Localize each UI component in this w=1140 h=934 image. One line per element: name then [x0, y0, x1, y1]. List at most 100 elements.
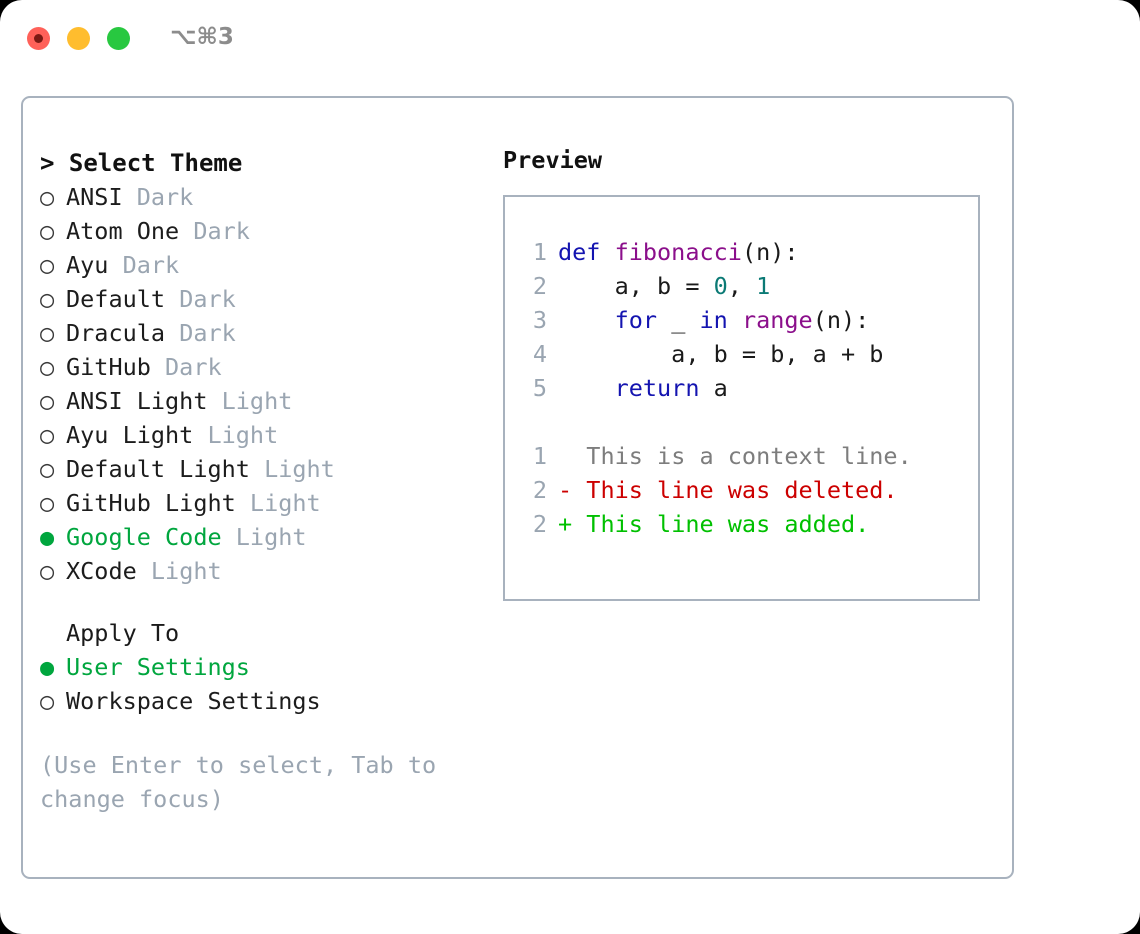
- theme-item-dracula[interactable]: ○Dracula Dark: [40, 316, 490, 350]
- theme-item-ayu-light[interactable]: ○ Ayu Light Light: [40, 418, 490, 452]
- preview-heading: Preview: [503, 146, 603, 174]
- theme-item-label: XCode: [66, 557, 137, 585]
- diff-text: This line was added.: [572, 510, 870, 538]
- theme-item-ayu[interactable]: ○Ayu Dark: [40, 248, 490, 282]
- diff-sample: 1 This is a context line. 2- This line wa…: [515, 439, 978, 541]
- theme-picker: > Select Theme ○ANSI Dark○Atom One Dark○…: [40, 146, 490, 816]
- hint-text: (Use Enter to select, Tab to change focu…: [40, 751, 437, 813]
- apply-to-item-workspace-settings[interactable]: ○ Workspace Settings: [40, 684, 490, 718]
- theme-item-label: Ayu: [66, 251, 109, 279]
- theme-list: ○ANSI Dark○Atom One Dark○Ayu Dark○Defaul…: [40, 180, 490, 588]
- code-token: [558, 306, 615, 334]
- code-token: ,: [727, 272, 757, 300]
- line-number: 2: [532, 476, 547, 504]
- shortcut-label: ⌥⌘3: [170, 24, 234, 50]
- line-number: 4: [532, 340, 547, 368]
- apply-to-item-label: Workspace Settings: [66, 687, 321, 715]
- code-token: a, b = b, a + b: [558, 340, 884, 368]
- main-panel: > Select Theme ○ANSI Dark○Atom One Dark○…: [21, 96, 1014, 879]
- code-token: [558, 374, 615, 402]
- diff-sign: -: [558, 476, 573, 504]
- line-number: 5: [532, 374, 547, 402]
- apply-to-item-user-settings[interactable]: ● User Settings: [40, 650, 490, 684]
- code-line: 5 return a: [515, 371, 978, 405]
- theme-item-badge: Light: [221, 523, 307, 551]
- theme-item-badge: Dark: [165, 285, 236, 313]
- theme-item-badge: Dark: [179, 217, 250, 245]
- radio-selected-icon: ●: [40, 653, 55, 681]
- code-token: in: [699, 306, 728, 334]
- theme-item-label: ANSI Light: [66, 387, 208, 415]
- radio-unselected-icon: ○: [40, 217, 55, 245]
- theme-item-label: Dracula: [66, 319, 166, 347]
- theme-item-label: Google Code: [66, 523, 222, 551]
- spacer: [515, 405, 978, 439]
- code-token: for: [614, 306, 658, 334]
- theme-item-label: Atom One: [66, 217, 180, 245]
- theme-item-atom-one[interactable]: ○ Atom One Dark: [40, 214, 490, 248]
- theme-item-ansi[interactable]: ○ANSI Dark: [40, 180, 490, 214]
- theme-item-badge: Light: [193, 421, 279, 449]
- code-token: range: [741, 306, 813, 334]
- code-token: (n):: [812, 306, 870, 334]
- theme-item-github-light[interactable]: ○GitHub Light Light: [40, 486, 490, 520]
- diff-sign: [558, 442, 572, 470]
- apply-to-list: ● User Settings ○ Workspace Settings: [40, 650, 490, 718]
- radio-unselected-icon: ○: [40, 285, 55, 313]
- theme-item-label: Default: [66, 285, 166, 313]
- line-number: 2: [532, 272, 547, 300]
- title-bar: ⌥⌘3: [0, 0, 1140, 78]
- theme-item-badge: Dark: [150, 353, 222, 381]
- code-token: a: [699, 374, 728, 402]
- theme-item-badge: Light: [235, 489, 321, 517]
- apply-to-header: Apply To: [66, 619, 180, 647]
- code-token: return: [614, 374, 700, 402]
- code-token: (n):: [741, 238, 799, 266]
- select-theme-header: > Select Theme: [40, 149, 243, 177]
- theme-item-default[interactable]: ○ Default Dark: [40, 282, 490, 316]
- theme-item-default-light[interactable]: ○Default Light Light: [40, 452, 490, 486]
- diff-line-added: 2+ This line was added.: [515, 507, 978, 541]
- line-number: 1: [532, 442, 547, 470]
- radio-unselected-icon: ○: [40, 687, 55, 715]
- theme-item-github[interactable]: ○GitHub Dark: [40, 350, 490, 384]
- theme-item-google-code[interactable]: ● Google Code Light: [40, 520, 490, 554]
- radio-unselected-icon: ○: [40, 421, 55, 449]
- diff-text: This line was deleted.: [572, 476, 898, 504]
- theme-item-label: GitHub: [66, 353, 151, 381]
- code-token: 1: [756, 272, 771, 300]
- recording-dot-icon: [34, 34, 43, 43]
- minimize-button[interactable]: [67, 27, 90, 50]
- code-token: 0: [713, 272, 728, 300]
- code-line: 2 a, b = 0, 1: [515, 269, 978, 303]
- theme-item-badge: Light: [249, 455, 335, 483]
- theme-item-label: ANSI: [66, 183, 123, 211]
- code-line: 3 for _ in range(n):: [515, 303, 978, 337]
- radio-unselected-icon: ○: [40, 557, 55, 585]
- line-number: 2: [532, 510, 547, 538]
- code-token: fibonacci: [614, 238, 742, 266]
- code-token: a, b =: [558, 272, 714, 300]
- code-token: _: [657, 306, 700, 334]
- line-number: 3: [532, 306, 547, 334]
- theme-item-badge: Light: [136, 557, 222, 585]
- radio-unselected-icon: ○: [40, 455, 55, 483]
- radio-unselected-icon: ○: [40, 387, 55, 415]
- theme-item-badge: Dark: [122, 183, 194, 211]
- diff-line-context: 1 This is a context line.: [515, 439, 978, 473]
- maximize-button[interactable]: [107, 27, 130, 50]
- apply-to-item-label: User Settings: [66, 653, 250, 681]
- theme-item-badge: Dark: [165, 319, 236, 347]
- theme-item-ansi-light[interactable]: ○ANSI Light Light: [40, 384, 490, 418]
- radio-unselected-icon: ○: [40, 251, 55, 279]
- radio-selected-icon: ●: [40, 523, 55, 551]
- diff-text: This is a context line.: [572, 442, 912, 470]
- line-number: 1: [532, 238, 547, 266]
- theme-item-xcode[interactable]: ○ XCode Light: [40, 554, 490, 588]
- theme-item-label: Ayu Light: [66, 421, 194, 449]
